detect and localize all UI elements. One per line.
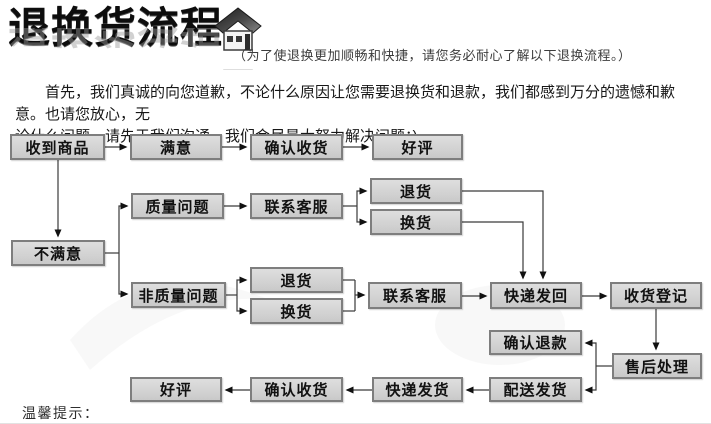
flow-box-return-quality: 退货 bbox=[370, 178, 462, 204]
flow-box-exchange-nonquality: 换货 bbox=[250, 298, 343, 324]
subtitle-note: （为了使退换更加顺畅和快捷，请您务必耐心了解以下退换流程。） bbox=[233, 48, 632, 63]
flow-box-quality-issue: 质量问题 bbox=[131, 193, 224, 219]
flow-box-contact-service-2: 联系客服 bbox=[368, 282, 462, 309]
flow-box-dispatch-ship: 配送发货 bbox=[489, 377, 582, 402]
header: 退换货流程 退换货流程 bbox=[8, 4, 224, 76]
flow-box-non-quality-issue: 非质量问题 bbox=[131, 282, 226, 308]
flow-box-confirm-refund: 确认退款 bbox=[489, 330, 582, 355]
flow-box-satisfied: 满意 bbox=[130, 134, 222, 160]
intro-line-1: 首先，我们真诚的向您道歉，不论什么原因让您需要退换货和退款，我们都感到万分的遗憾… bbox=[15, 84, 676, 123]
footer-note: 温馨提示： bbox=[22, 405, 100, 421]
house-icon bbox=[214, 7, 262, 70]
flow-box-confirm-receipt-bottom: 确认收货 bbox=[250, 377, 343, 402]
flow-box-return-nonquality: 退货 bbox=[250, 267, 343, 293]
page-title: 退换货流程 bbox=[8, 4, 224, 51]
flow-box-praise-top: 好评 bbox=[372, 134, 463, 160]
flow-box-confirm-receipt-top: 确认收货 bbox=[250, 134, 343, 160]
flow-box-express-sendback: 快递发回 bbox=[490, 282, 582, 309]
flow-box-contact-service-1: 联系客服 bbox=[250, 193, 343, 219]
flow-box-exchange-quality: 换货 bbox=[370, 209, 462, 235]
flow-box-unsatisfied: 不满意 bbox=[11, 240, 105, 266]
flow-box-praise-bottom: 好评 bbox=[130, 377, 222, 402]
flow-box-received: 收到商品 bbox=[10, 134, 105, 160]
flow-box-express-ship: 快递发货 bbox=[372, 377, 463, 402]
flow-box-aftersale-handle: 售后处理 bbox=[612, 353, 702, 379]
intro-paragraph: 首先，我们真诚的向您道歉，不论什么原因让您需要退换货和退款，我们都感到万分的遗憾… bbox=[15, 82, 699, 148]
flow-box-receipt-register: 收货登记 bbox=[610, 282, 702, 309]
